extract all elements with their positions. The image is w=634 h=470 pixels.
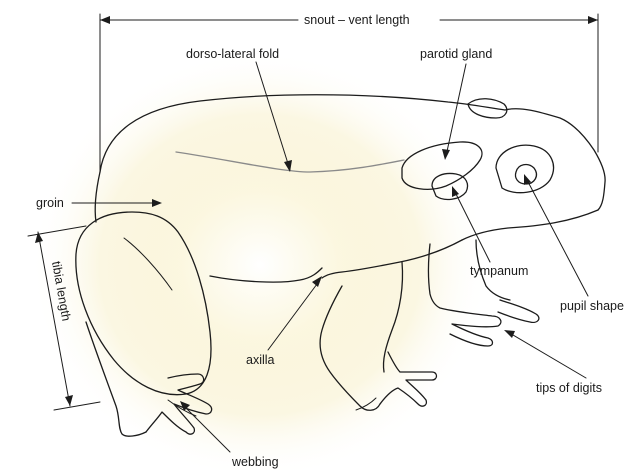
tips-of-digits-arrowhead bbox=[504, 330, 515, 338]
webbing-label: webbing bbox=[231, 455, 279, 469]
tips-of-digits-pointer bbox=[508, 332, 586, 378]
tibia-arrow-bottom bbox=[65, 395, 73, 406]
snout-vent-arrow-left bbox=[100, 16, 110, 24]
pupil-shape-pointer bbox=[526, 178, 588, 296]
axilla-label: axilla bbox=[246, 353, 275, 367]
pupil-shape-label: pupil shape bbox=[560, 299, 624, 313]
dorso-lateral-fold-label: dorso-lateral fold bbox=[186, 47, 279, 61]
parotid-gland-label: parotid gland bbox=[420, 47, 492, 61]
watermark-glow bbox=[30, 50, 490, 470]
snout-vent-length-label: snout – vent length bbox=[304, 13, 410, 27]
groin-label: groin bbox=[36, 196, 64, 210]
far-hand-outline bbox=[498, 300, 539, 322]
parotid-gland-bump bbox=[468, 99, 507, 118]
tympanum-label: tympanum bbox=[470, 264, 528, 278]
snout-vent-arrow-right bbox=[588, 16, 598, 24]
tips-of-digits-label: tips of digits bbox=[536, 381, 602, 395]
eye-outer-shape bbox=[496, 145, 553, 193]
